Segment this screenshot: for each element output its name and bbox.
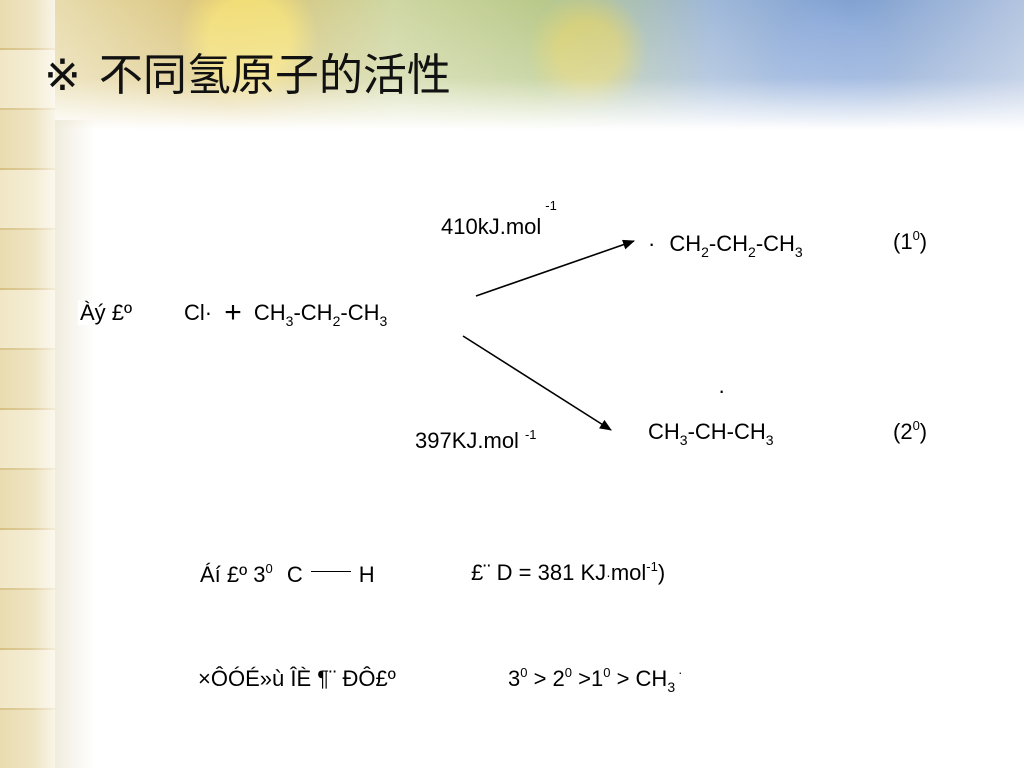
secondary-label: (20) bbox=[893, 418, 928, 444]
upper-energy: 410kJ.mol-1 bbox=[441, 198, 557, 239]
background-fade bbox=[55, 120, 95, 768]
slide-title: ※ 不同氢原子的活性 bbox=[44, 50, 451, 102]
single-bond-line bbox=[310, 570, 351, 572]
primary-label: (10) bbox=[893, 228, 928, 254]
secondary-radical: CH3-CH-CH3 bbox=[648, 419, 774, 448]
propane-formula: CH3-CH2-CH3 bbox=[253, 300, 388, 329]
radical-dot: · bbox=[648, 231, 656, 256]
title-text: 不同氢原子的活性 bbox=[98, 50, 451, 101]
reference-mark-icon: ※ bbox=[44, 50, 81, 101]
reactants: Cl· + CH3-CH2-CH3 bbox=[184, 296, 388, 330]
plus-sign: + bbox=[224, 296, 242, 329]
example-label: Àý £º bbox=[78, 300, 139, 326]
stability-order: 30 > 20 >10 > CH3· bbox=[508, 665, 683, 695]
secondary-radical-dot: · bbox=[718, 378, 726, 403]
stability-conclusion-label: ×ÔÓÉ»ù ÎÈ ¶¨ ÐÔ£º bbox=[198, 666, 396, 691]
arrow-upper bbox=[475, 239, 635, 297]
bond-dissociation-energy: £¨ D = 381 KJ·mol-1) bbox=[471, 559, 666, 585]
lower-energy: 397KJ.mol-1 bbox=[415, 427, 537, 453]
background-top-banner bbox=[55, 0, 1024, 130]
arrow-lower bbox=[462, 335, 612, 431]
chlorine-radical: Cl· bbox=[184, 300, 213, 325]
background-left-strip bbox=[0, 0, 55, 768]
primary-radical: ·CH2-CH2-CH3 bbox=[648, 231, 803, 260]
